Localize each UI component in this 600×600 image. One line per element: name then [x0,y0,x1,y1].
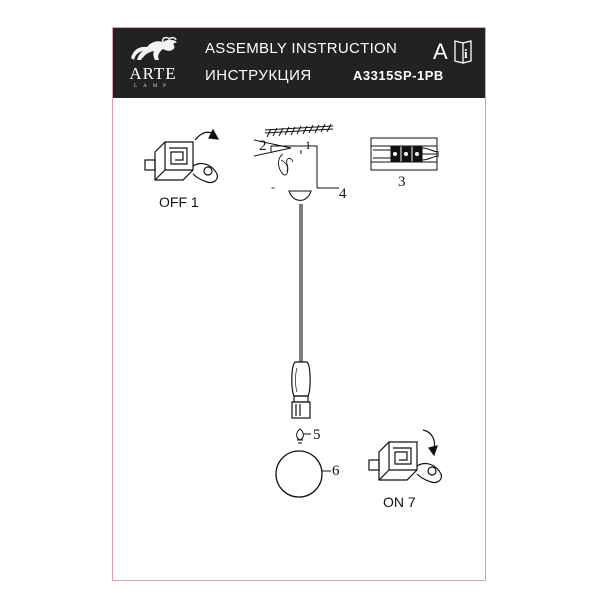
brand-name: ARTE [129,64,177,83]
step-4-number: 4 [339,186,347,202]
ceiling-hatch [264,123,334,138]
wall-switch-on-icon [368,429,442,484]
step-7-label: ON 7 [383,494,416,510]
lion-logo-icon [131,36,177,60]
title-english: ASSEMBLY INSTRUCTION [205,40,398,57]
model-number: A3315SP-1PB [353,68,444,83]
glass-globe [275,450,323,498]
terminal-block-icon [370,137,440,171]
step-5-number: 5 [313,427,321,443]
manual-letter: A [433,39,448,64]
bracket-marker: 1 [305,138,311,152]
wall-switch-off-icon [144,128,220,184]
title-russian: ИНСТРУКЦИЯ [205,67,312,84]
canopy [288,190,312,362]
light-bulb-icon [296,428,304,444]
brand-subtitle: LAMP [134,84,172,89]
step-6-number: 6 [332,463,340,479]
instruction-sheet: ARTE LAMP ASSEMBLY INSTRUCTION ИНСТРУКЦИ… [112,27,486,581]
assembly-diagram [144,123,442,498]
step-1-label: OFF 1 [159,194,199,210]
manual-book-icon: A i [433,39,472,64]
leader-lines [303,433,331,472]
canopy-marker: - [271,180,275,194]
step-3-number: 3 [398,174,406,190]
mounting-bracket [253,139,339,189]
manual-glyph: i [464,46,468,61]
step-2-number: 2 [259,138,267,154]
header-bar: ARTE LAMP ASSEMBLY INSTRUCTION ИНСТРУКЦИ… [113,28,485,98]
lamp-holder [291,361,311,419]
